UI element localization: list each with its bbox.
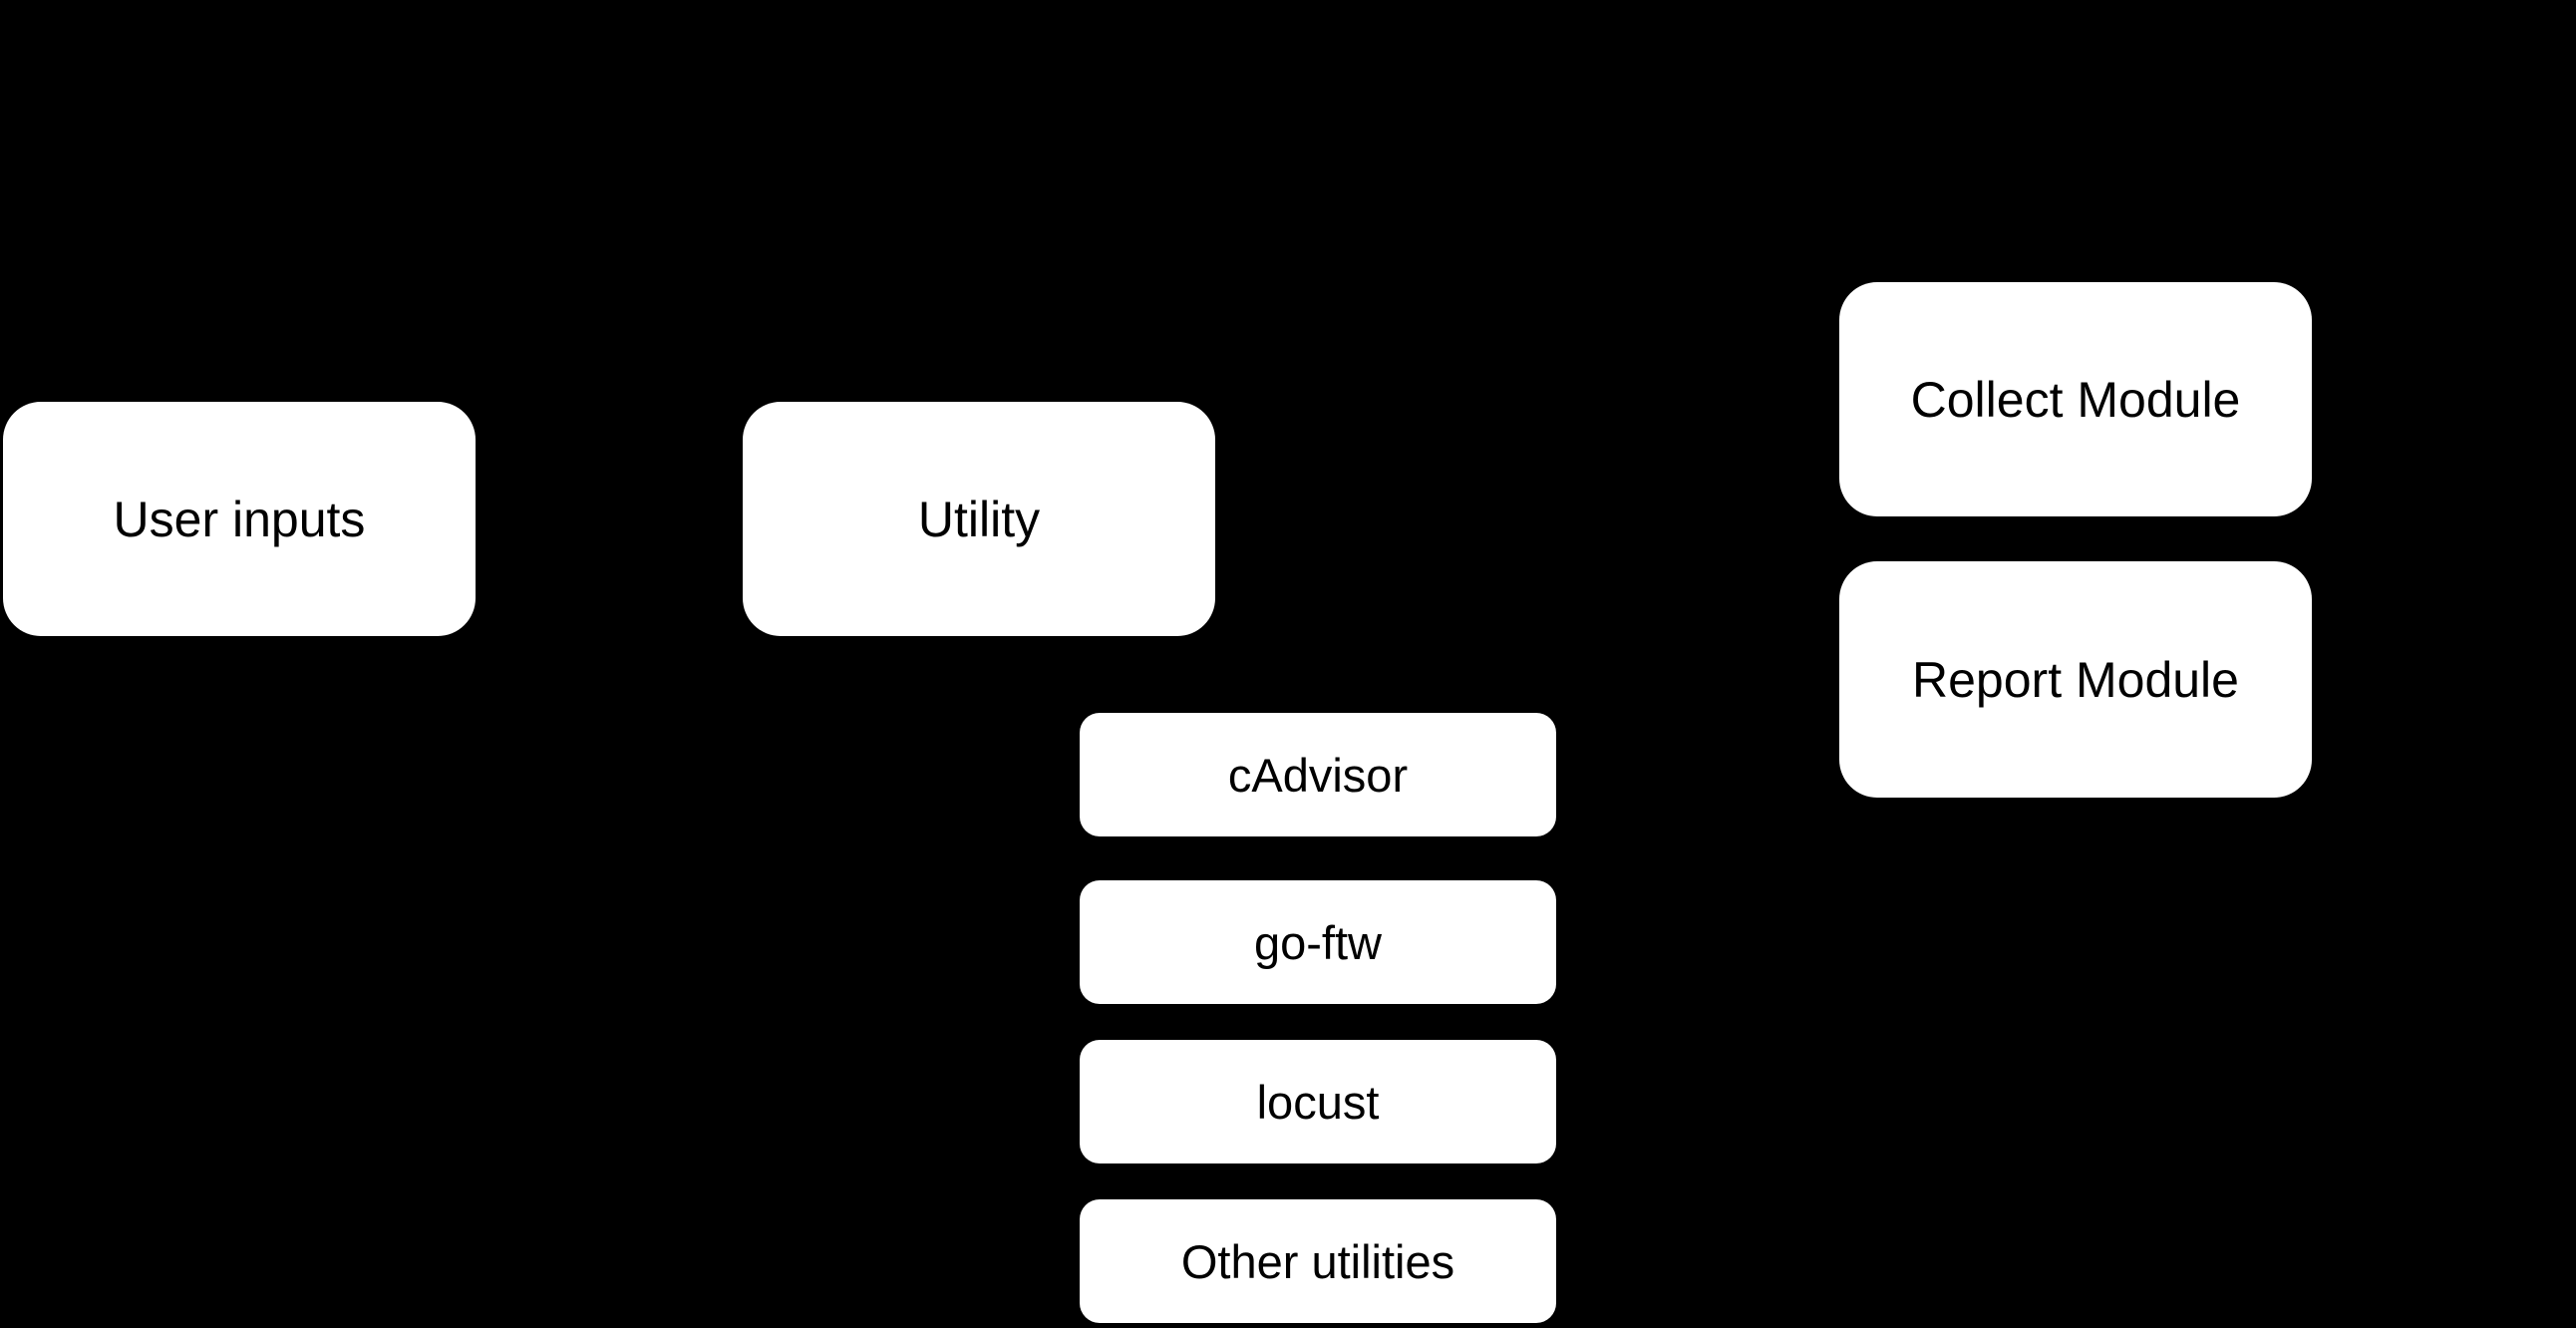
node-user-inputs: User inputs	[3, 402, 476, 636]
node-report-module: Report Module	[1839, 561, 2312, 798]
node-go-ftw-label: go-ftw	[1254, 915, 1382, 969]
node-cadvisor-label: cAdvisor	[1227, 748, 1409, 802]
node-report-module-label: Report Module	[1912, 651, 2239, 708]
node-utility: Utility	[743, 402, 1215, 636]
node-other-utilities: Other utilities	[1080, 1199, 1556, 1323]
node-cadvisor: cAdvisor	[1080, 713, 1556, 836]
node-go-ftw: go-ftw	[1080, 880, 1556, 1004]
node-collect-module: Collect Module	[1839, 282, 2312, 516]
node-locust-label: locust	[1256, 1075, 1380, 1129]
node-utility-label: Utility	[917, 491, 1041, 547]
node-other-utilities-label: Other utilities	[1180, 1234, 1455, 1288]
node-locust: locust	[1080, 1040, 1556, 1163]
node-collect-module-label: Collect Module	[1910, 371, 2241, 428]
node-user-inputs-label: User inputs	[113, 491, 366, 547]
